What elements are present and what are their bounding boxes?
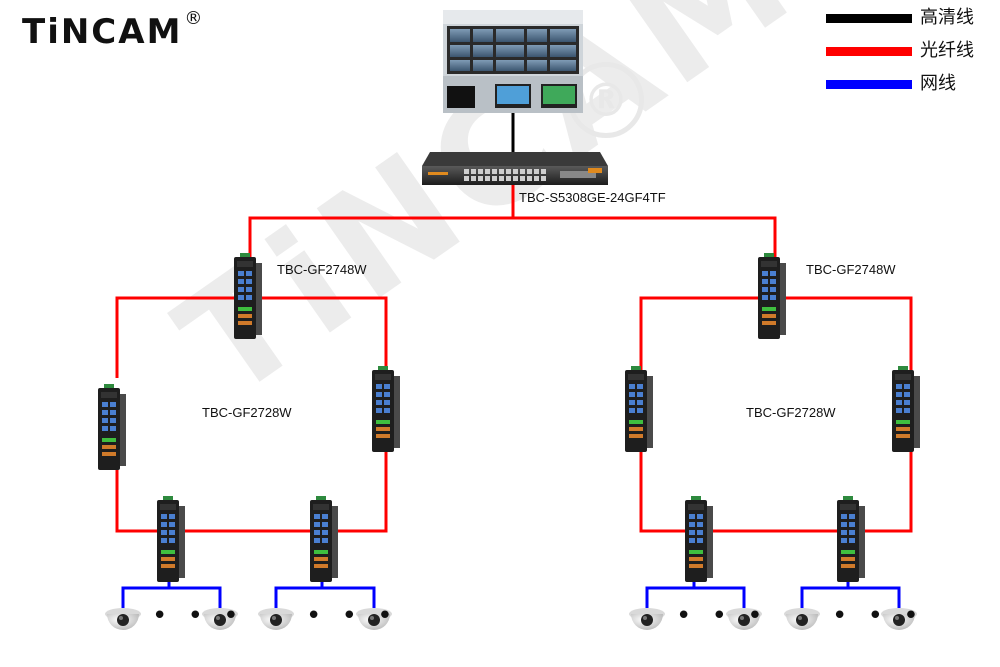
ring-switch-left-4-icon — [310, 496, 338, 582]
ring-switch-right-label: TBC-GF2728W — [746, 405, 836, 420]
ring-switch-right-3-icon — [685, 496, 713, 582]
ring-switch-left-label: TBC-GF2728W — [202, 405, 292, 420]
legend-swatch-hd-cable — [826, 14, 912, 23]
legend-label-network-cable: 网线 — [920, 73, 956, 94]
ring-switch-left-1-icon — [98, 384, 126, 470]
brand-logo: TiNCAM® — [22, 8, 204, 52]
video-wall-icon — [443, 10, 583, 113]
legend-item-fiber-cable: 光纤线 — [826, 39, 996, 63]
camera-ellipsis-l1: • • • — [152, 601, 245, 631]
brand-logo-mark: ® — [184, 8, 205, 29]
camera-ellipsis-r1: • • • — [676, 601, 769, 631]
aggregation-switch-right-label: TBC-GF2748W — [806, 262, 896, 277]
dome-camera-icon — [629, 608, 665, 630]
dome-camera-icon — [105, 608, 141, 630]
camera-ellipsis-r2: • • • — [832, 601, 925, 631]
legend-swatch-fiber-cable — [826, 47, 912, 56]
aggregation-switch-left-icon — [234, 253, 262, 339]
ring-switch-left-2-icon — [372, 366, 400, 452]
network-cable-r1b — [694, 586, 746, 608]
camera-ellipsis-l2: • • • — [306, 601, 399, 631]
ring-switch-right-2-icon — [892, 366, 920, 452]
network-cable-l1b — [169, 586, 222, 608]
fiber-ring-right-bottom — [639, 440, 913, 533]
fiber-core-to-left — [248, 185, 515, 258]
legend-swatch-network-cable — [826, 80, 912, 89]
rack-switch-icon — [422, 152, 608, 185]
legend-item-network-cable: 网线 — [826, 72, 996, 96]
aggregation-switch-right-icon — [758, 253, 786, 339]
core-switch-model-label: TBC-S5308GE-24GF4TF — [519, 190, 666, 205]
brand-logo-text: TiNCAM — [22, 12, 183, 52]
aggregation-switch-left-label: TBC-GF2748W — [277, 262, 367, 277]
network-cable-r2b — [848, 586, 901, 608]
ring-switch-right-1-icon — [625, 366, 653, 452]
ring-switch-right-4-icon — [837, 496, 865, 582]
fiber-core-to-right — [513, 216, 777, 258]
ring-switch-left-3-icon — [157, 496, 185, 582]
dome-camera-icon — [784, 608, 820, 630]
legend-label-fiber-cable: 光纤线 — [920, 40, 974, 61]
fiber-ring-left-bottom — [115, 442, 388, 533]
dome-camera-icon — [258, 608, 294, 630]
network-cable-l2b — [322, 586, 376, 608]
legend-label-hd-cable: 高清线 — [920, 7, 974, 28]
legend-item-hd-cable: 高清线 — [826, 6, 996, 30]
